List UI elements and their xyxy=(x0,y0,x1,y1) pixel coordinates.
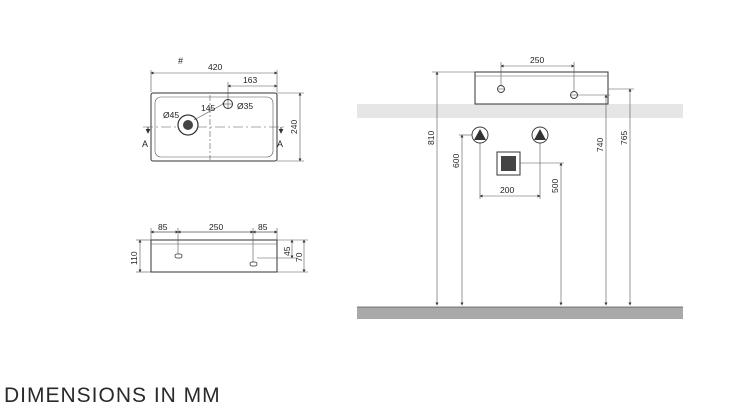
install-supply-height-dim: 600 xyxy=(451,154,461,168)
front-view: 85 250 85 110 45 70 xyxy=(129,222,308,273)
top-mark: # xyxy=(178,56,183,66)
countertop xyxy=(357,104,683,118)
front-inner-height-dim: 70 xyxy=(294,252,304,262)
supply-right-icon xyxy=(534,129,546,140)
basin-side-outline xyxy=(474,71,609,105)
front-hole-left-icon xyxy=(174,253,183,259)
install-hole-spacing-dim: 250 xyxy=(530,55,544,65)
waste-icon xyxy=(501,156,516,171)
drain-hole-icon xyxy=(183,120,193,130)
front-right-margin-dim: 85 xyxy=(258,222,268,232)
section-label-right: A xyxy=(277,139,283,149)
install-supply-spacing-dim: 200 xyxy=(500,185,514,195)
drain-to-tap-dim: 145 xyxy=(201,103,215,113)
floor xyxy=(357,307,683,319)
install-hole-height-low-dim: 740 xyxy=(595,138,605,152)
top-view: # 420 163 A A Ø45 145 Ø35 xyxy=(142,56,304,162)
front-hole-height-dim: 45 xyxy=(282,246,292,256)
install-rim-height-dim: 810 xyxy=(426,131,436,145)
tap-diameter-label: Ø35 xyxy=(237,101,253,111)
dimensions-caption: DIMENSIONS IN MM xyxy=(4,384,221,407)
top-depth-dim: 240 xyxy=(289,120,299,134)
install-waste-height-dim: 500 xyxy=(550,179,560,193)
front-hole-right-icon xyxy=(249,261,258,267)
front-left-margin-dim: 85 xyxy=(158,222,168,232)
installation-view: 250 200 810 600 500 740 765 xyxy=(357,55,683,319)
front-hole-spacing-dim: 250 xyxy=(209,222,223,232)
tap-offset-dim: 163 xyxy=(243,75,257,85)
top-width-dim: 420 xyxy=(208,62,222,72)
front-height-dim: 110 xyxy=(129,251,139,265)
drain-diameter-label: Ø45 xyxy=(163,110,179,120)
install-hole-height-high-dim: 765 xyxy=(619,131,629,145)
supply-left-icon xyxy=(474,129,486,140)
section-label-left: A xyxy=(142,139,148,149)
basin-front-outline xyxy=(150,239,278,273)
